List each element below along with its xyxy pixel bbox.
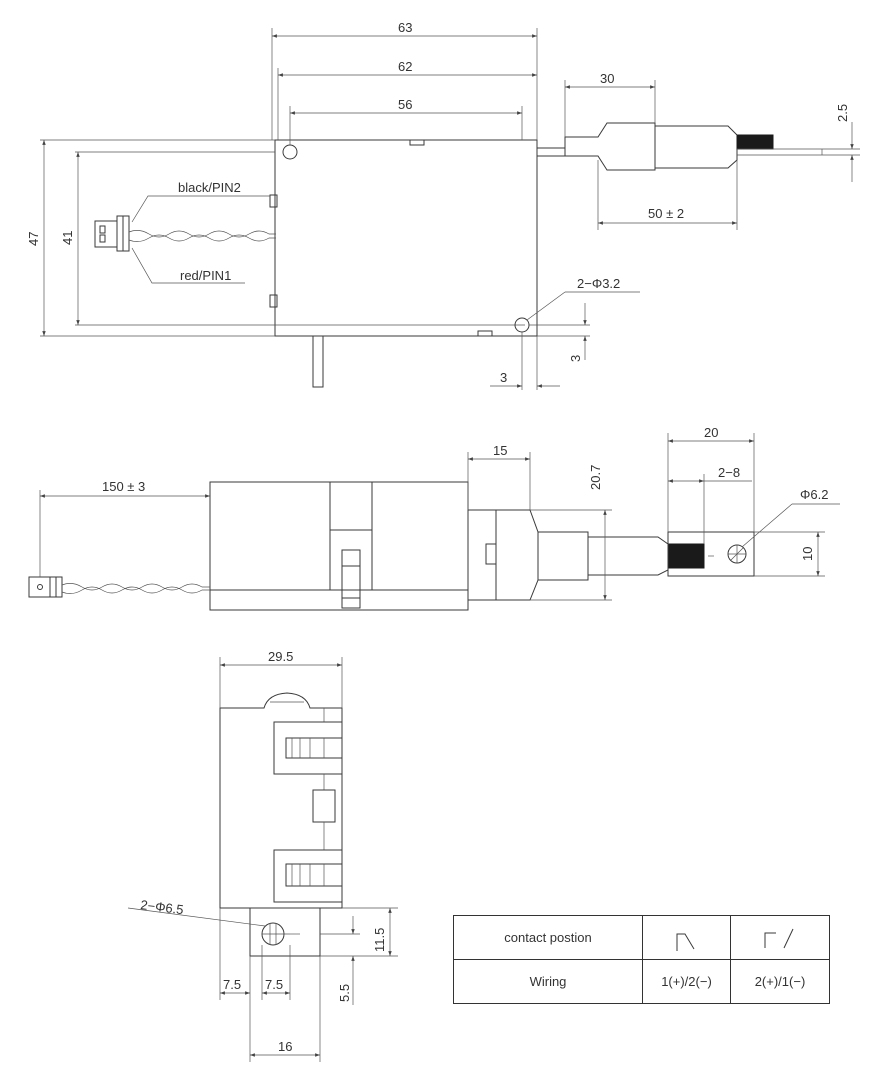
- dim-7-5-right: 7.5: [265, 977, 283, 992]
- dim-62: 62: [398, 59, 412, 74]
- top-view: black/PIN2 red/PIN1 63 62 56 30 2.5 50 ±…: [26, 20, 860, 390]
- hole-label-6-5: 2−Φ6.5: [140, 897, 185, 917]
- dim-7-5-left: 7.5: [223, 977, 241, 992]
- connector-side: [28, 576, 51, 598]
- dim-2-5: 2.5: [835, 104, 850, 122]
- plunger-tip-side: [667, 543, 705, 569]
- dim-47: 47: [26, 232, 41, 246]
- dim-30: 30: [600, 71, 614, 86]
- red-pin1-label: red/PIN1: [180, 268, 231, 283]
- front-body-outline: [219, 692, 343, 909]
- top-body-outline: [274, 139, 538, 337]
- hole-label-3-2: 2−Φ3.2: [577, 276, 620, 291]
- dim-3-horizontal: 3: [500, 370, 507, 385]
- front-base: [249, 907, 321, 957]
- wiring-value-2: 2(+)/1(−): [730, 959, 830, 1004]
- connector-top: [94, 220, 118, 248]
- dim-20: 20: [704, 425, 718, 440]
- red-leader: [131, 247, 245, 284]
- side-view: 150 ± 3 15 20.7 20 2−8 Φ6.2 10: [28, 425, 840, 611]
- contact-position-label: contact postion: [453, 915, 643, 960]
- dim-11-5: 11.5: [372, 928, 387, 952]
- dim-29-5: 29.5: [268, 649, 293, 664]
- black-leader: [131, 195, 270, 223]
- dim-150: 150 ± 3: [102, 479, 145, 494]
- dim-5-5: 5.5: [337, 984, 352, 1002]
- dim-2-8: 2−8: [718, 465, 740, 480]
- dim-3-vertical: 3: [568, 355, 583, 362]
- wiring-row: Wiring 1(+)/2(−) 2(+)/1(−): [453, 959, 830, 1004]
- mount-hole-top: [282, 144, 298, 160]
- black-pin2-label: black/PIN2: [178, 180, 241, 195]
- front-view: 29.5 2−Φ6.5 11.5 5.5 7.5 7.5 16: [127, 649, 398, 1062]
- wiring-label: Wiring: [453, 959, 643, 1004]
- wiring-value-1: 1(+)/2(−): [642, 959, 731, 1004]
- side-body-outline: [209, 481, 469, 611]
- dim-50: 50 ± 2: [648, 206, 684, 221]
- dim-phi-6-2: Φ6.2: [800, 487, 828, 502]
- mount-tab: [312, 335, 324, 388]
- dim-15: 15: [493, 443, 507, 458]
- contact-symbol-cell-1: [642, 915, 731, 960]
- contact-position-row: contact postion: [453, 915, 830, 960]
- dim-16: 16: [278, 1039, 292, 1054]
- plunger-tip: [736, 134, 774, 150]
- dim-41: 41: [60, 231, 75, 245]
- contact-symbol-cell-2: [730, 915, 830, 960]
- dim-10: 10: [800, 547, 815, 561]
- dim-20-7: 20.7: [588, 465, 603, 490]
- contact-table: contact postion Wiring 1(+)/2(−) 2(+)/1(…: [453, 915, 830, 1004]
- actuator-block: [667, 531, 755, 577]
- dim-56: 56: [398, 97, 412, 112]
- dim-63: 63: [398, 20, 412, 35]
